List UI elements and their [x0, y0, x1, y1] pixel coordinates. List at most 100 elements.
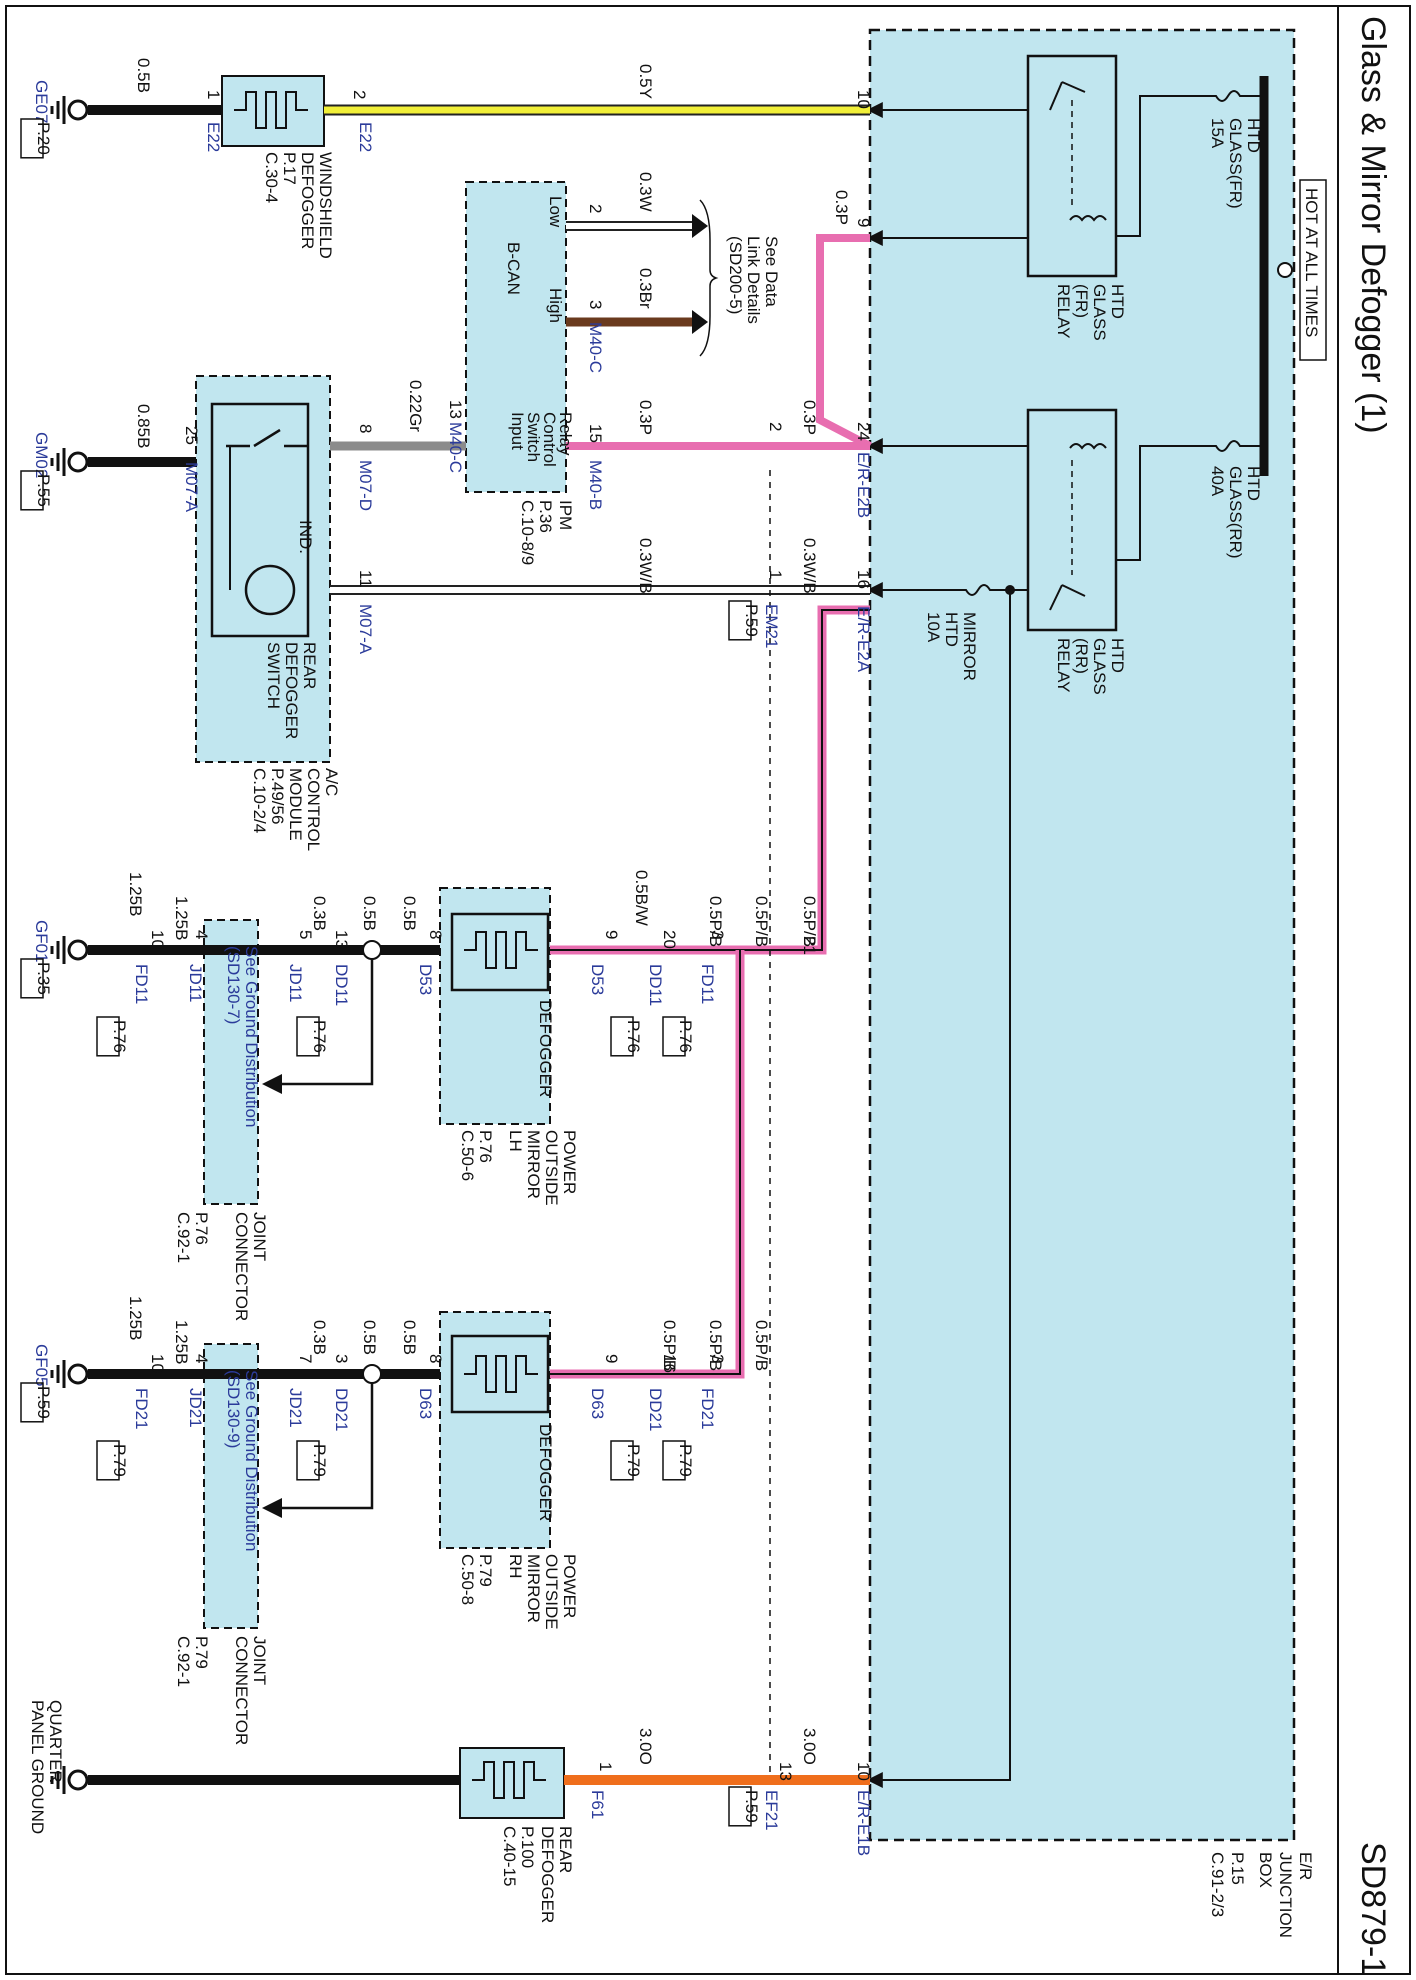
wire-label-w_05pb4: 0.5P/B — [752, 1320, 771, 1371]
pin-l8: 8 — [426, 930, 445, 939]
fuse-mirror-icon — [946, 584, 1010, 596]
fuse-fr-label-2: 15A — [1208, 118, 1227, 149]
wire-label-w_05b: 0.5B — [134, 58, 153, 93]
rh-mirror-name-1: OUTSIDE — [542, 1554, 561, 1630]
joint2-note-0: See Ground Distribution — [242, 1370, 261, 1551]
ac-ind-label: IND. — [296, 520, 315, 554]
connector-dd21b-ref-frame — [296, 1440, 320, 1481]
rh-mirror-name-3: RH — [506, 1554, 525, 1579]
relay-fr-label-2: (FR) — [1072, 284, 1091, 318]
pin-p2b: 2 — [586, 204, 605, 213]
connector-m07d: M07-D — [356, 460, 375, 511]
quarter-ground-label-1: PANEL GROUND — [28, 1700, 47, 1834]
wire-label-w_05pb3: 0.5P/B — [706, 896, 725, 947]
connector-dd21a: DD21 — [646, 1388, 665, 1431]
relay-rr-label-3: RELAY — [1054, 638, 1073, 693]
wire-label-w_lh_125b2: 1.25B — [126, 872, 145, 916]
wire-label-w_03w: 0.3W — [636, 172, 655, 212]
pin-r4: 4 — [192, 1354, 211, 1363]
wire-label-w_05y: 0.5Y — [636, 64, 655, 99]
relay-fr-box — [1026, 54, 1118, 278]
fuse-fr-label-0: HTD — [1244, 118, 1263, 153]
pin-p13: 13 — [446, 400, 465, 419]
windshield-name-0: WINDSHIELD — [316, 152, 335, 259]
joint1-name-0: JOINT — [250, 1212, 269, 1261]
connector-fd11b: FD11 — [132, 964, 151, 1004]
ground-gf05-ref-frame — [20, 1382, 44, 1423]
data-link-bracket — [699, 199, 719, 357]
lh-mirror-box — [439, 887, 551, 1125]
pin-l13: 13 — [332, 930, 351, 949]
ac-switch-label-0: REAR — [300, 642, 319, 689]
wire-label-w_30a: 3.0O — [800, 1728, 819, 1765]
pin-p3: 3 — [586, 300, 605, 309]
pin-p1b: 1 — [766, 570, 785, 579]
fuse-mirror-label-1: HTD — [942, 612, 961, 647]
pin-r7: 7 — [296, 1354, 315, 1363]
windshield-ref-1: C.30-4 — [262, 152, 281, 203]
joint1-name-1: CONNECTOR — [232, 1212, 251, 1321]
connector-jd11b: JD11 — [186, 964, 205, 1002]
connector-er_e1b: E/R-E1B — [854, 1790, 873, 1856]
ipm-name: IPM — [556, 500, 575, 530]
wire-label-w_022gr: 0.22Gr — [406, 380, 425, 432]
lh-defogger-label: DEFOGGER — [536, 1000, 555, 1097]
rear-defogger-ref-0: P.100 — [518, 1826, 537, 1868]
pin-l4: 4 — [192, 930, 211, 939]
ground-quarter-icon — [50, 1766, 89, 1794]
ipm-ref-0: P.36 — [536, 500, 555, 533]
wire-label-w_05pb2: 0.5P/B — [752, 896, 771, 947]
connector-ef21: EF21 — [762, 1790, 781, 1831]
pin-p2c: 2 — [766, 422, 785, 431]
lh-mirror-name-1: OUTSIDE — [542, 1130, 561, 1206]
fuse-rr-label-2: 40A — [1208, 466, 1227, 497]
pin-p1c: 1 — [596, 1762, 615, 1771]
rh-splice-dot — [362, 1364, 382, 1384]
connector-f61: F61 — [588, 1790, 607, 1819]
connector-e22b: E22 — [356, 122, 375, 152]
connector-m07a_a: M07-A — [182, 462, 201, 513]
data-link-arrow-2 — [692, 310, 708, 334]
relay-rr-label-2: (RR) — [1072, 638, 1091, 674]
data-link-note-0: See Data — [762, 236, 781, 307]
joint-connector-2-box — [203, 1343, 259, 1629]
ipm-box — [465, 181, 567, 493]
pin-p1: 1 — [204, 90, 223, 99]
connector-em21: EM21 — [762, 604, 781, 648]
ac-switch-label-1: DEFOGGER — [282, 642, 301, 739]
data-link-note-1: Link Details — [744, 236, 763, 324]
wire-label-w_rh_125b1: 1.25B — [172, 1320, 191, 1364]
pin-p10b: 10 — [854, 1762, 873, 1781]
pin-l3: 3 — [708, 930, 727, 939]
ground-gf01-icon — [50, 936, 89, 964]
wire-label-w_03p_c: 0.3P — [636, 400, 655, 435]
relay-fr-label-0: HTD — [1108, 284, 1127, 319]
pin-p21: 21 — [800, 936, 819, 955]
lh-mirror-name-3: LH — [506, 1130, 525, 1152]
relay-fr-coil — [1069, 215, 1107, 222]
connector-dd21b: DD21 — [332, 1388, 351, 1431]
relay-rr-label-0: HTD — [1108, 638, 1127, 673]
wire-label-w_05pb1: 0.5P/B — [800, 896, 819, 947]
fuse-fr-icon — [1196, 90, 1264, 102]
fuse-fr-label-1: GLASS(FR) — [1226, 118, 1245, 209]
wire-label-w_lh_125b1: 1.25B — [172, 896, 191, 940]
ac-name-2: MODULE — [286, 768, 305, 841]
rear-defogger-ref-1: C.40-15 — [500, 1826, 519, 1886]
connector-dd11a: DD11 — [646, 964, 665, 1006]
pin-r3b: 3 — [332, 1354, 351, 1363]
connector-fd21a: FD21 — [698, 1388, 717, 1430]
connector-m40c_a: M40-C — [586, 322, 605, 373]
rh-defogger-label: DEFOGGER — [536, 1424, 555, 1521]
ipm-bcan: B-CAN — [504, 242, 523, 295]
wire-label-w_rh_05b2: 0.5B — [360, 1320, 379, 1355]
relay-fr-contact — [1049, 81, 1086, 111]
wire-label-w_lh_05b2: 0.5B — [360, 896, 379, 931]
jbox-fr-path — [1116, 95, 1196, 237]
pin-p15: 15 — [586, 424, 605, 443]
page-border — [5, 5, 1411, 1975]
ipm-high: High — [546, 288, 565, 323]
ipm-inside-3: Input — [508, 412, 527, 450]
pin-p10a: 10 — [854, 90, 873, 109]
connector-er_e2b: E/R-E2B — [854, 452, 873, 518]
